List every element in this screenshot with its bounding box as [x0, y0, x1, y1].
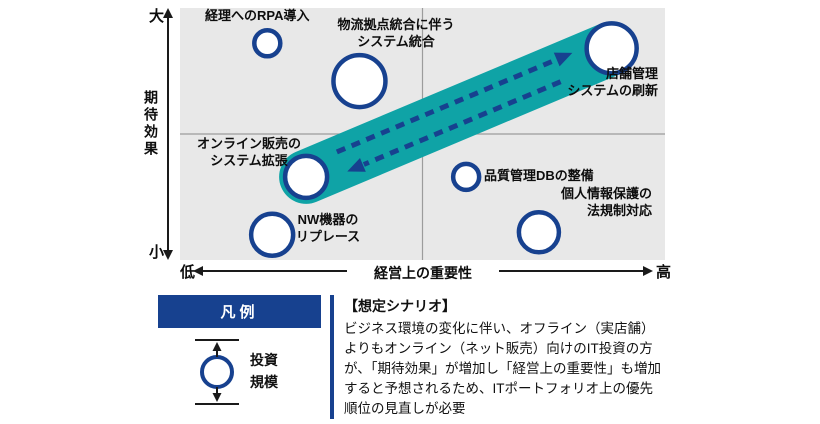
- legend-title: 凡例: [158, 295, 321, 328]
- y-axis-max-label: 大: [149, 8, 165, 25]
- bubble-label-logistics-integration: 物流拠点統合に伴う システム統合: [337, 17, 455, 49]
- bubble-logistics-integration: [331, 52, 388, 110]
- x-axis-min-label: 低: [180, 264, 196, 281]
- bubble-label-quality-db: 品質管理DBの整備: [484, 168, 594, 183]
- legend-body: 投資 規模: [158, 328, 321, 423]
- y-axis-min-label: 小: [149, 244, 165, 261]
- bubble-label-privacy-regulation: 個人情報保護の 法規制対応: [560, 186, 652, 218]
- trend-dashed-arrow-line: [335, 57, 557, 155]
- legend-label: 投資 規模: [250, 352, 278, 390]
- trend-arrowhead-down-left: [347, 157, 366, 172]
- axis-arrowhead: [163, 8, 173, 18]
- bubble-rpa-accounting: [252, 28, 283, 59]
- axis-arrowhead: [163, 250, 173, 260]
- x-axis-max-label: 高: [656, 264, 672, 281]
- legend-box: 凡例 投資 規模: [158, 295, 321, 423]
- axis-arrowhead: [193, 266, 203, 276]
- bubble-label-store-management: 店舗管理 システムの刷新: [567, 66, 658, 98]
- bubble-quality-db: [450, 161, 482, 193]
- scenario-body: ビジネス環境の変化に伴い、オフライン（実店舗） よりもオンライン（ネット販売）向…: [344, 321, 661, 416]
- x-axis-title: 経営上の重要性: [347, 263, 499, 283]
- scenario-box: 【想定シナリオ】 ビジネス環境の変化に伴い、オフライン（実店舗） よりもオンライ…: [330, 295, 814, 419]
- trend-band: [279, 21, 639, 204]
- investment-scale-icon: [195, 339, 239, 405]
- y-axis-title: 期待効果: [143, 90, 159, 158]
- trend-arrowhead-up-right: [553, 52, 573, 67]
- scenario-title: 【想定シナリオ】: [344, 298, 456, 314]
- bubble-nw-replacement: [248, 211, 296, 259]
- bubble-online-sales: [282, 153, 330, 201]
- bubble-privacy-regulation: [516, 210, 562, 255]
- portfolio-bubble-chart: [163, 8, 665, 276]
- bubble-store-management: [584, 21, 639, 76]
- bubble-label-rpa-accounting: 経理へのRPA導入: [205, 8, 310, 23]
- trend-dashed-arrow-line: [362, 79, 562, 167]
- axis-arrowhead: [643, 266, 653, 276]
- bubble-label-nw-replacement: NW機器の リプレース: [295, 212, 361, 244]
- bubble-label-online-sales: オンライン販売の システム拡張: [196, 136, 301, 168]
